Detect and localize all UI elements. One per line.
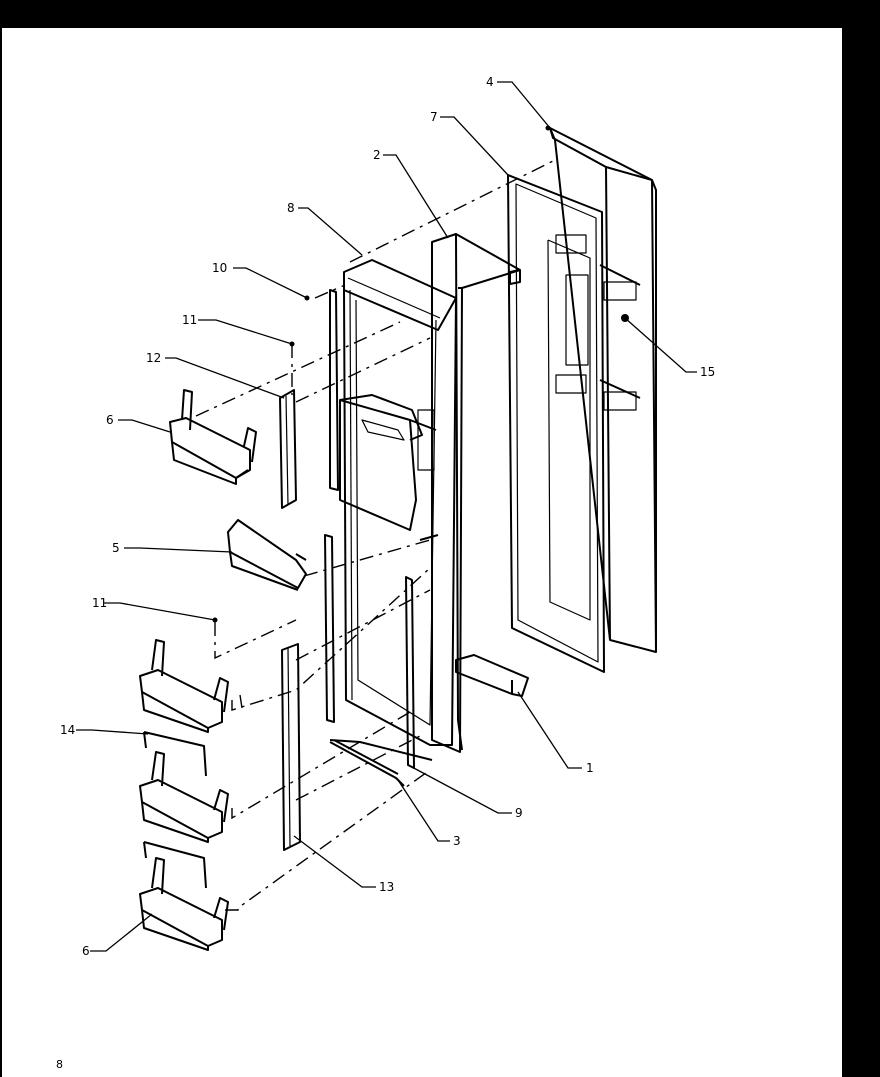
callout-7: 7 [430, 110, 438, 124]
part-bin-middle-2 [139, 751, 229, 843]
callout-14: 14 [60, 723, 75, 737]
callout-10: 10 [212, 261, 227, 275]
part-bin-top [169, 389, 257, 485]
part-screws [212, 125, 551, 623]
callout-12: 12 [146, 351, 161, 365]
part-bin-middle-1 [139, 639, 229, 733]
part-inner-liner [324, 259, 457, 769]
callout-2: 2 [373, 148, 381, 162]
callout-3: 3 [453, 834, 461, 848]
part-door-liner [431, 233, 521, 753]
callout-15: 15 [700, 365, 715, 379]
alignment-lines [195, 159, 556, 911]
part-outer-door-panel [549, 127, 657, 653]
part-gasket-frame [507, 174, 605, 673]
callout-5: 5 [112, 541, 120, 555]
callout-6-bottom: 6 [82, 944, 90, 958]
callout-labels: 4 7 2 8 10 11 12 6 5 11 14 15 1 9 3 13 6 [60, 75, 715, 958]
part-bin-small [227, 519, 307, 591]
callout-8: 8 [287, 201, 295, 215]
leader-lines [76, 81, 697, 952]
callout-11-mid: 11 [92, 596, 107, 610]
callout-6-top: 6 [106, 413, 114, 427]
part-shelf-rail-upper [143, 731, 207, 777]
part-lower-rod [329, 739, 405, 787]
part-bin-bottom [139, 841, 229, 951]
callout-1: 1 [586, 761, 594, 775]
callout-9: 9 [515, 806, 523, 820]
part-bottom-trim [455, 654, 529, 697]
page-number: 8 [56, 1058, 63, 1071]
part-trim-strip-lower [281, 643, 301, 851]
part-trim-strip-upper [279, 389, 297, 509]
callout-4: 4 [486, 75, 494, 89]
callout-13: 13 [379, 880, 394, 894]
callout-11-top: 11 [182, 313, 197, 327]
